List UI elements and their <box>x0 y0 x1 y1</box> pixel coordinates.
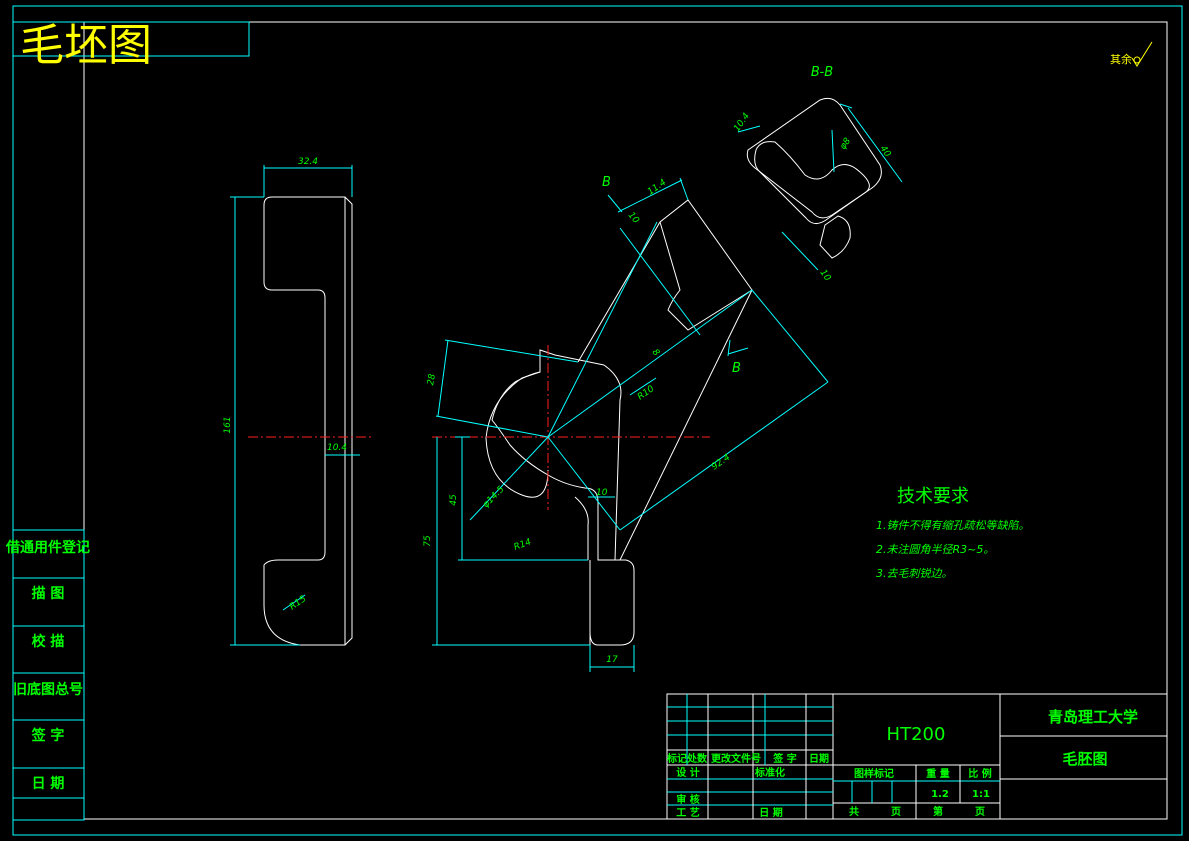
tb-cell: 工 艺 <box>676 806 699 819</box>
tech-req-heading: 技术要求 <box>897 486 969 507</box>
tb-cell: 更改文件号 <box>711 752 761 765</box>
sidebar-cell: 描 图 <box>32 585 65 602</box>
dim-label: R15 <box>288 594 308 613</box>
sidebar-cell: 校 描 <box>32 633 65 650</box>
dim-label: 10 <box>626 211 641 226</box>
dim-label: 10.4 <box>732 111 752 133</box>
tb-cell: 共 <box>849 805 859 818</box>
tech-req-item: 1.铸件不得有缩孔疏松等缺陷。 <box>876 519 1030 532</box>
tb-cell: 日期 <box>809 752 829 765</box>
section-view: B-B 10.4 φ8 40 10 <box>732 65 903 283</box>
section-marker: B <box>602 175 611 190</box>
dim-label: 10 <box>818 268 833 283</box>
dim-label: 10 <box>596 488 608 498</box>
dim-label: φ14.5 <box>481 484 507 510</box>
outer-frame <box>12 5 1183 836</box>
material-label: HT200 <box>887 724 946 745</box>
dim-label: 92.4 <box>710 453 732 473</box>
title-box <box>12 21 250 57</box>
roughness-label: 其余 <box>1110 52 1132 66</box>
tb-cell: 设 计 <box>676 766 699 779</box>
title-block: 标记 处数 更改文件号 签 字 日期 设 计 标准化 审 核 工 艺 日 期 H… <box>666 693 1168 820</box>
dim-label: R10 <box>636 384 656 403</box>
tb-cell: 1.2 <box>931 789 949 800</box>
tb-cell: 签 字 <box>772 752 796 765</box>
university-name: 青岛理工大学 <box>1048 708 1138 726</box>
tech-req-item: 3.去毛刺锐边。 <box>876 567 953 580</box>
tb-cell: 1:1 <box>972 789 990 800</box>
dim-label: 45 <box>449 494 459 506</box>
dim-label: φ8 <box>838 136 853 152</box>
drawing-name: 毛胚图 <box>1062 750 1107 768</box>
section-marker: B <box>732 361 741 376</box>
dim-label: 17 <box>606 655 618 665</box>
dim-label: 40 <box>878 144 893 159</box>
inner-frame <box>83 21 1168 820</box>
tb-cell: 标准化 <box>754 766 785 779</box>
tb-cell: 处数 <box>686 752 708 765</box>
dim-label: 11.4 <box>646 178 668 198</box>
dim-label: 161 <box>223 416 233 433</box>
tb-cell: 日 期 <box>759 806 782 819</box>
main-view: 92.4 11.4 10 8 R10 28 45 75 φ14.5 R14 10… <box>423 175 829 672</box>
tb-cell: 第 <box>933 805 943 818</box>
sidebar-cell: 旧底图总号 <box>13 681 83 698</box>
drawing-title: 毛坯图 <box>20 20 152 71</box>
sidebar-cell: 日 期 <box>32 776 65 792</box>
dim-label: R14 <box>513 537 533 553</box>
tb-cell: 页 <box>891 806 901 818</box>
dim-label: 32.4 <box>298 157 318 167</box>
tb-cell: 图样标记 <box>854 767 894 780</box>
dim-label: 10.4 <box>327 443 347 453</box>
tb-cell: 审 核 <box>676 793 699 806</box>
roughness-icon <box>1131 41 1153 67</box>
tb-cell: 页 <box>975 806 985 818</box>
tech-req-item: 2.未注圆角半径R3~5。 <box>876 543 994 556</box>
dim-label: 8 <box>650 348 662 359</box>
dim-label: 28 <box>426 373 438 386</box>
technical-requirements: 技术要求 1.铸件不得有缩孔疏松等缺陷。 2.未注圆角半径R3~5。 3.去毛刺… <box>876 486 1030 580</box>
dim-label: 75 <box>423 535 433 547</box>
tb-cell: 比 例 <box>968 767 991 780</box>
tb-cell: 重 量 <box>926 767 949 780</box>
sidebar-cell: 签 字 <box>31 727 65 744</box>
tb-cell: 标记 <box>666 752 687 765</box>
left-view: 32.4 161 10.4 R15 <box>223 157 374 646</box>
left-sidebar-table: 借通用件登记 描 图 校 描 旧底图总号 签 字 日 期 <box>5 529 90 821</box>
sidebar-cell: 借通用件登记 <box>5 539 90 556</box>
section-title: B-B <box>811 65 833 80</box>
